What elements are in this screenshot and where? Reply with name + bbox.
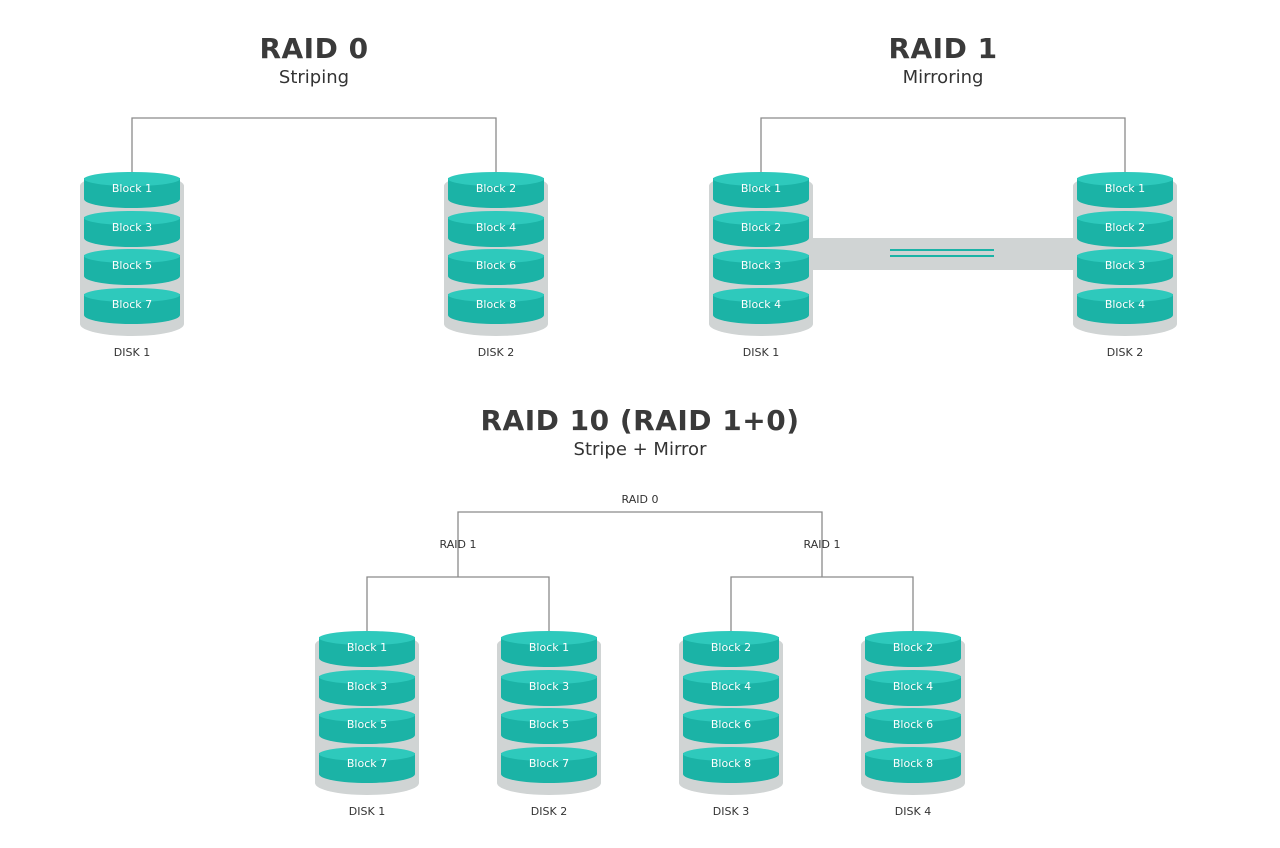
block-label: Block 1 — [740, 182, 782, 195]
data-block: Block 4 — [713, 288, 809, 325]
mirror-line-bottom — [890, 255, 994, 257]
block-label: Block 1 — [111, 182, 153, 195]
raid10-mirror-label-right: RAID 1 — [803, 538, 841, 551]
data-block: Block 4 — [865, 669, 961, 706]
data-block: Block 2 — [683, 631, 779, 667]
block-label: Block 6 — [892, 718, 934, 732]
data-block: Block 3 — [319, 669, 415, 706]
data-block: Block 3 — [1077, 249, 1173, 286]
disk-label: DISK 3 — [712, 805, 750, 818]
data-block: Block 2 — [865, 631, 961, 667]
raid1-subtitle: Mirroring — [902, 67, 984, 88]
block-label: Block 2 — [1104, 220, 1146, 234]
data-block: Block 8 — [683, 747, 779, 784]
data-block: Block 4 — [683, 669, 779, 706]
raid10-stripe-label: RAID 0 — [621, 493, 659, 506]
data-block: Block 7 — [84, 288, 180, 325]
block-label: Block 5 — [346, 718, 388, 732]
block-label: Block 7 — [346, 757, 388, 771]
raid10-mirror-left-connector — [366, 576, 550, 634]
data-block: Block 5 — [84, 249, 180, 286]
disk-label: DISK 2 — [477, 346, 515, 359]
block-label: Block 4 — [475, 220, 517, 234]
data-block: Block 2 — [448, 172, 544, 208]
data-block: Block 1 — [319, 631, 415, 667]
raid1-disk-1: Block 1 Block 2 Block 3 Block 4 DISK 1 — [709, 168, 813, 359]
data-block: Block 6 — [865, 708, 961, 745]
data-block: Block 1 — [713, 172, 809, 208]
raid10-mirror-label-left: RAID 1 — [439, 538, 477, 551]
block-label: Block 7 — [528, 757, 570, 771]
raid10-disk-1: Block 1 Block 3 Block 5 Block 7 DISK 1 — [315, 627, 419, 818]
block-label: Block 4 — [740, 298, 782, 312]
data-block: Block 3 — [84, 210, 180, 247]
block-label: Block 3 — [740, 259, 782, 273]
raid10-disk-4: Block 2 Block 4 Block 6 Block 8 DISK 4 — [861, 627, 965, 818]
raid0-disk-2: Block 2 Block 4 Block 6 Block 8 DISK 2 — [444, 168, 548, 359]
raid0-subtitle: Striping — [278, 67, 350, 88]
data-block: Block 7 — [501, 747, 597, 784]
block-label: Block 7 — [111, 298, 153, 312]
raid10-stripe-connector — [457, 511, 823, 577]
block-label: Block 4 — [1104, 298, 1146, 312]
block-label: Block 6 — [475, 259, 517, 273]
raid10-disk-2: Block 1 Block 3 Block 5 Block 7 DISK 2 — [497, 627, 601, 818]
disk-label: DISK 1 — [742, 346, 780, 359]
data-block: Block 1 — [1077, 172, 1173, 208]
block-label: Block 1 — [1104, 182, 1146, 195]
data-block: Block 1 — [84, 172, 180, 208]
block-label: Block 8 — [475, 298, 517, 312]
data-block: Block 8 — [448, 288, 544, 325]
data-block: Block 3 — [501, 669, 597, 706]
data-block: Block 4 — [448, 210, 544, 247]
block-label: Block 4 — [710, 679, 752, 693]
data-block: Block 5 — [501, 708, 597, 745]
data-block: Block 6 — [448, 249, 544, 286]
block-label: Block 5 — [528, 718, 570, 732]
block-label: Block 2 — [740, 220, 782, 234]
data-block: Block 4 — [1077, 288, 1173, 325]
mirror-line-top — [890, 249, 994, 251]
block-label: Block 2 — [710, 641, 752, 654]
raid1-connector — [760, 117, 1126, 174]
block-label: Block 2 — [475, 182, 517, 195]
disk-label: DISK 4 — [894, 805, 932, 818]
block-label: Block 3 — [528, 679, 570, 693]
block-label: Block 2 — [892, 641, 934, 654]
block-label: Block 6 — [710, 718, 752, 732]
block-label: Block 1 — [346, 641, 388, 654]
data-block: Block 2 — [1077, 210, 1173, 247]
raid10-mirror-right-connector — [730, 576, 914, 634]
raid0-connector — [131, 117, 497, 174]
data-block: Block 8 — [865, 747, 961, 784]
block-label: Block 5 — [111, 259, 153, 273]
mirror-link — [808, 238, 1078, 270]
block-label: Block 8 — [892, 757, 934, 771]
block-label: Block 3 — [346, 679, 388, 693]
raid10-title: RAID 10 (RAID 1+0) — [480, 404, 800, 437]
raid0-disk-1: Block 1 Block 3 Block 5 Block 7 DISK 1 — [80, 168, 184, 359]
disk-label: DISK 2 — [530, 805, 568, 818]
disk-label: DISK 1 — [348, 805, 386, 818]
raid1-disk-2: Block 1 Block 2 Block 3 Block 4 DISK 2 — [1073, 168, 1177, 359]
data-block: Block 3 — [713, 249, 809, 286]
disk-label: DISK 2 — [1106, 346, 1144, 359]
data-block: Block 2 — [713, 210, 809, 247]
raid10-subtitle: Stripe + Mirror — [573, 439, 707, 460]
data-block: Block 5 — [319, 708, 415, 745]
data-block: Block 1 — [501, 631, 597, 667]
block-label: Block 3 — [1104, 259, 1146, 273]
data-block: Block 6 — [683, 708, 779, 745]
block-label: Block 3 — [111, 220, 153, 234]
raid1-title: RAID 1 — [888, 32, 998, 65]
raid10-disk-3: Block 2 Block 4 Block 6 Block 8 DISK 3 — [679, 627, 783, 818]
block-label: Block 1 — [528, 641, 570, 654]
block-label: Block 4 — [892, 679, 934, 693]
raid0-title: RAID 0 — [259, 32, 369, 65]
block-label: Block 8 — [710, 757, 752, 771]
disk-label: DISK 1 — [113, 346, 151, 359]
data-block: Block 7 — [319, 747, 415, 784]
